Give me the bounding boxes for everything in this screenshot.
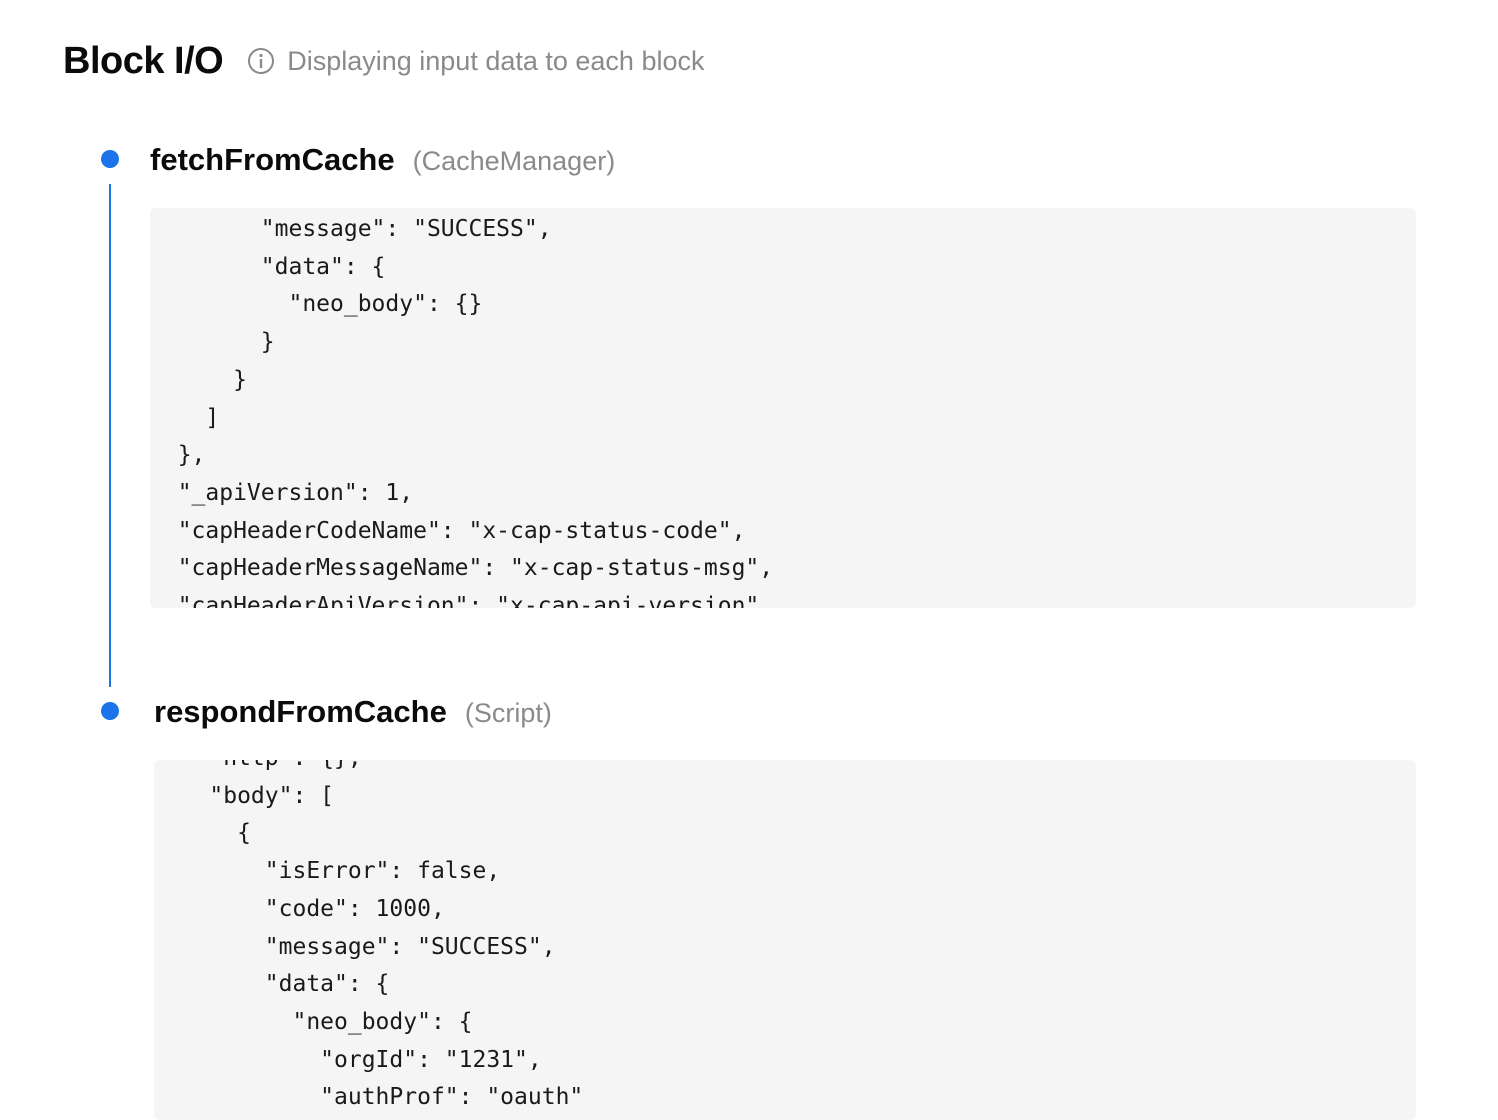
block-header: fetchFromCache (CacheManager) xyxy=(150,142,615,178)
block-type: (CacheManager) xyxy=(412,146,616,176)
code-text: "message": "SUCCESS", "data": { "neo_bod… xyxy=(177,216,774,608)
block-type: (Script) xyxy=(464,698,552,728)
header: Block I/O Displaying input data to each … xyxy=(63,36,704,86)
block-name: respondFromCache xyxy=(154,694,447,729)
code-text: "http": {}, "body": [ { "isError": false… xyxy=(209,760,584,1111)
block-input-code[interactable]: "message": "SUCCESS", "data": { "neo_bod… xyxy=(150,208,1416,608)
timeline-dot xyxy=(101,702,119,720)
timeline-connector xyxy=(109,184,111,687)
block-input-code[interactable]: "http": {}, "body": [ { "isError": false… xyxy=(154,760,1416,1120)
info-circle-icon[interactable] xyxy=(247,47,275,75)
timeline-dot xyxy=(101,150,119,168)
block-header: respondFromCache (Script) xyxy=(154,694,552,730)
subtitle: Displaying input data to each block xyxy=(287,45,705,76)
block-name: fetchFromCache xyxy=(150,142,395,177)
page-title: Block I/O xyxy=(63,39,224,82)
